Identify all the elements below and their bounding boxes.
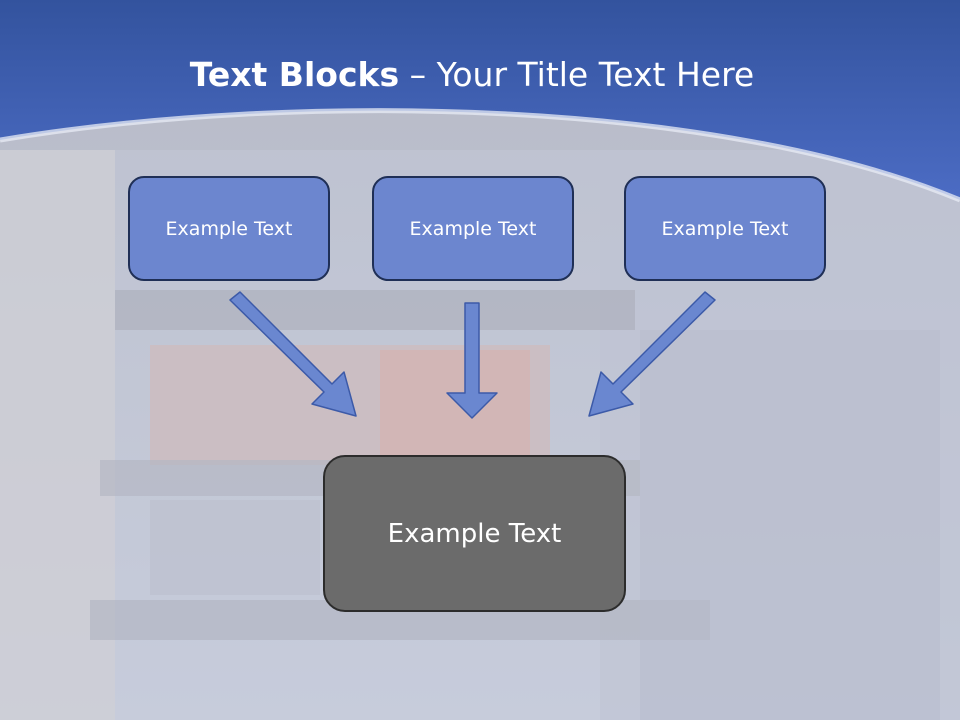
center-text-block-label: Example Text <box>387 518 562 549</box>
center-text-block[interactable]: Example Text <box>323 455 626 612</box>
title-rest-text: Your Title Text Here <box>436 55 755 94</box>
text-block-2[interactable]: Example Text <box>372 176 574 281</box>
text-block-3[interactable]: Example Text <box>624 176 826 281</box>
down-arrow-icon <box>446 302 498 419</box>
diagonal-down-left-arrow-icon <box>588 291 716 417</box>
text-block-1[interactable]: Example Text <box>128 176 330 281</box>
text-block-3-label: Example Text <box>661 217 789 240</box>
title-bold-text: Text Blocks <box>189 55 400 94</box>
diagonal-down-right-arrow-icon <box>229 291 357 417</box>
slide-title: Text Blocks – Your Title Text Here <box>0 52 944 98</box>
title-separator: – <box>399 55 437 94</box>
text-block-2-label: Example Text <box>409 217 537 240</box>
text-block-1-label: Example Text <box>165 217 293 240</box>
